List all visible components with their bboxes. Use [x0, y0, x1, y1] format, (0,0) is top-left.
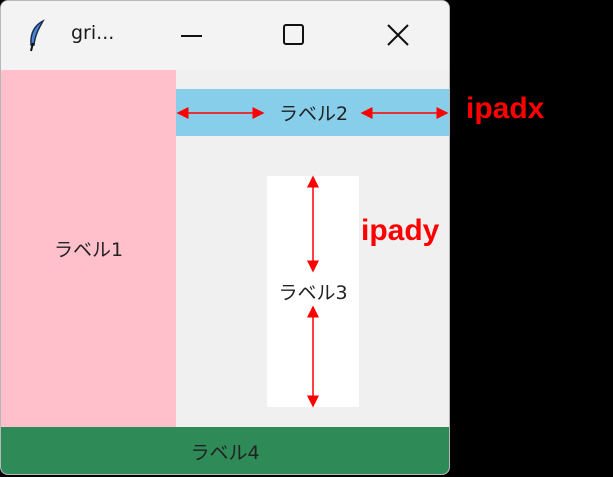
label-1: ラベル1: [1, 70, 176, 427]
minimize-icon: [181, 35, 202, 37]
label-3-text: ラベル3: [278, 282, 348, 304]
window-title: gri...: [71, 22, 115, 44]
tk-feather-icon: [30, 19, 45, 52]
label-4-text: ラベル4: [190, 442, 260, 464]
label-2-text: ラベル2: [278, 103, 349, 125]
title-bar[interactable]: gri...: [1, 1, 449, 70]
ipadx-annotation: ipadx: [466, 92, 545, 125]
close-button[interactable]: [375, 15, 421, 55]
label-1-text: ラベル1: [53, 239, 124, 261]
maximize-button[interactable]: [271, 15, 317, 55]
label-2: ラベル2: [176, 89, 449, 136]
maximize-icon: [283, 24, 304, 45]
close-icon: [387, 24, 409, 46]
minimize-button[interactable]: [169, 15, 215, 55]
ipady-annotation: ipady: [361, 214, 440, 247]
label-3: ラベル3: [267, 176, 359, 407]
label-4: ラベル4: [1, 427, 449, 474]
